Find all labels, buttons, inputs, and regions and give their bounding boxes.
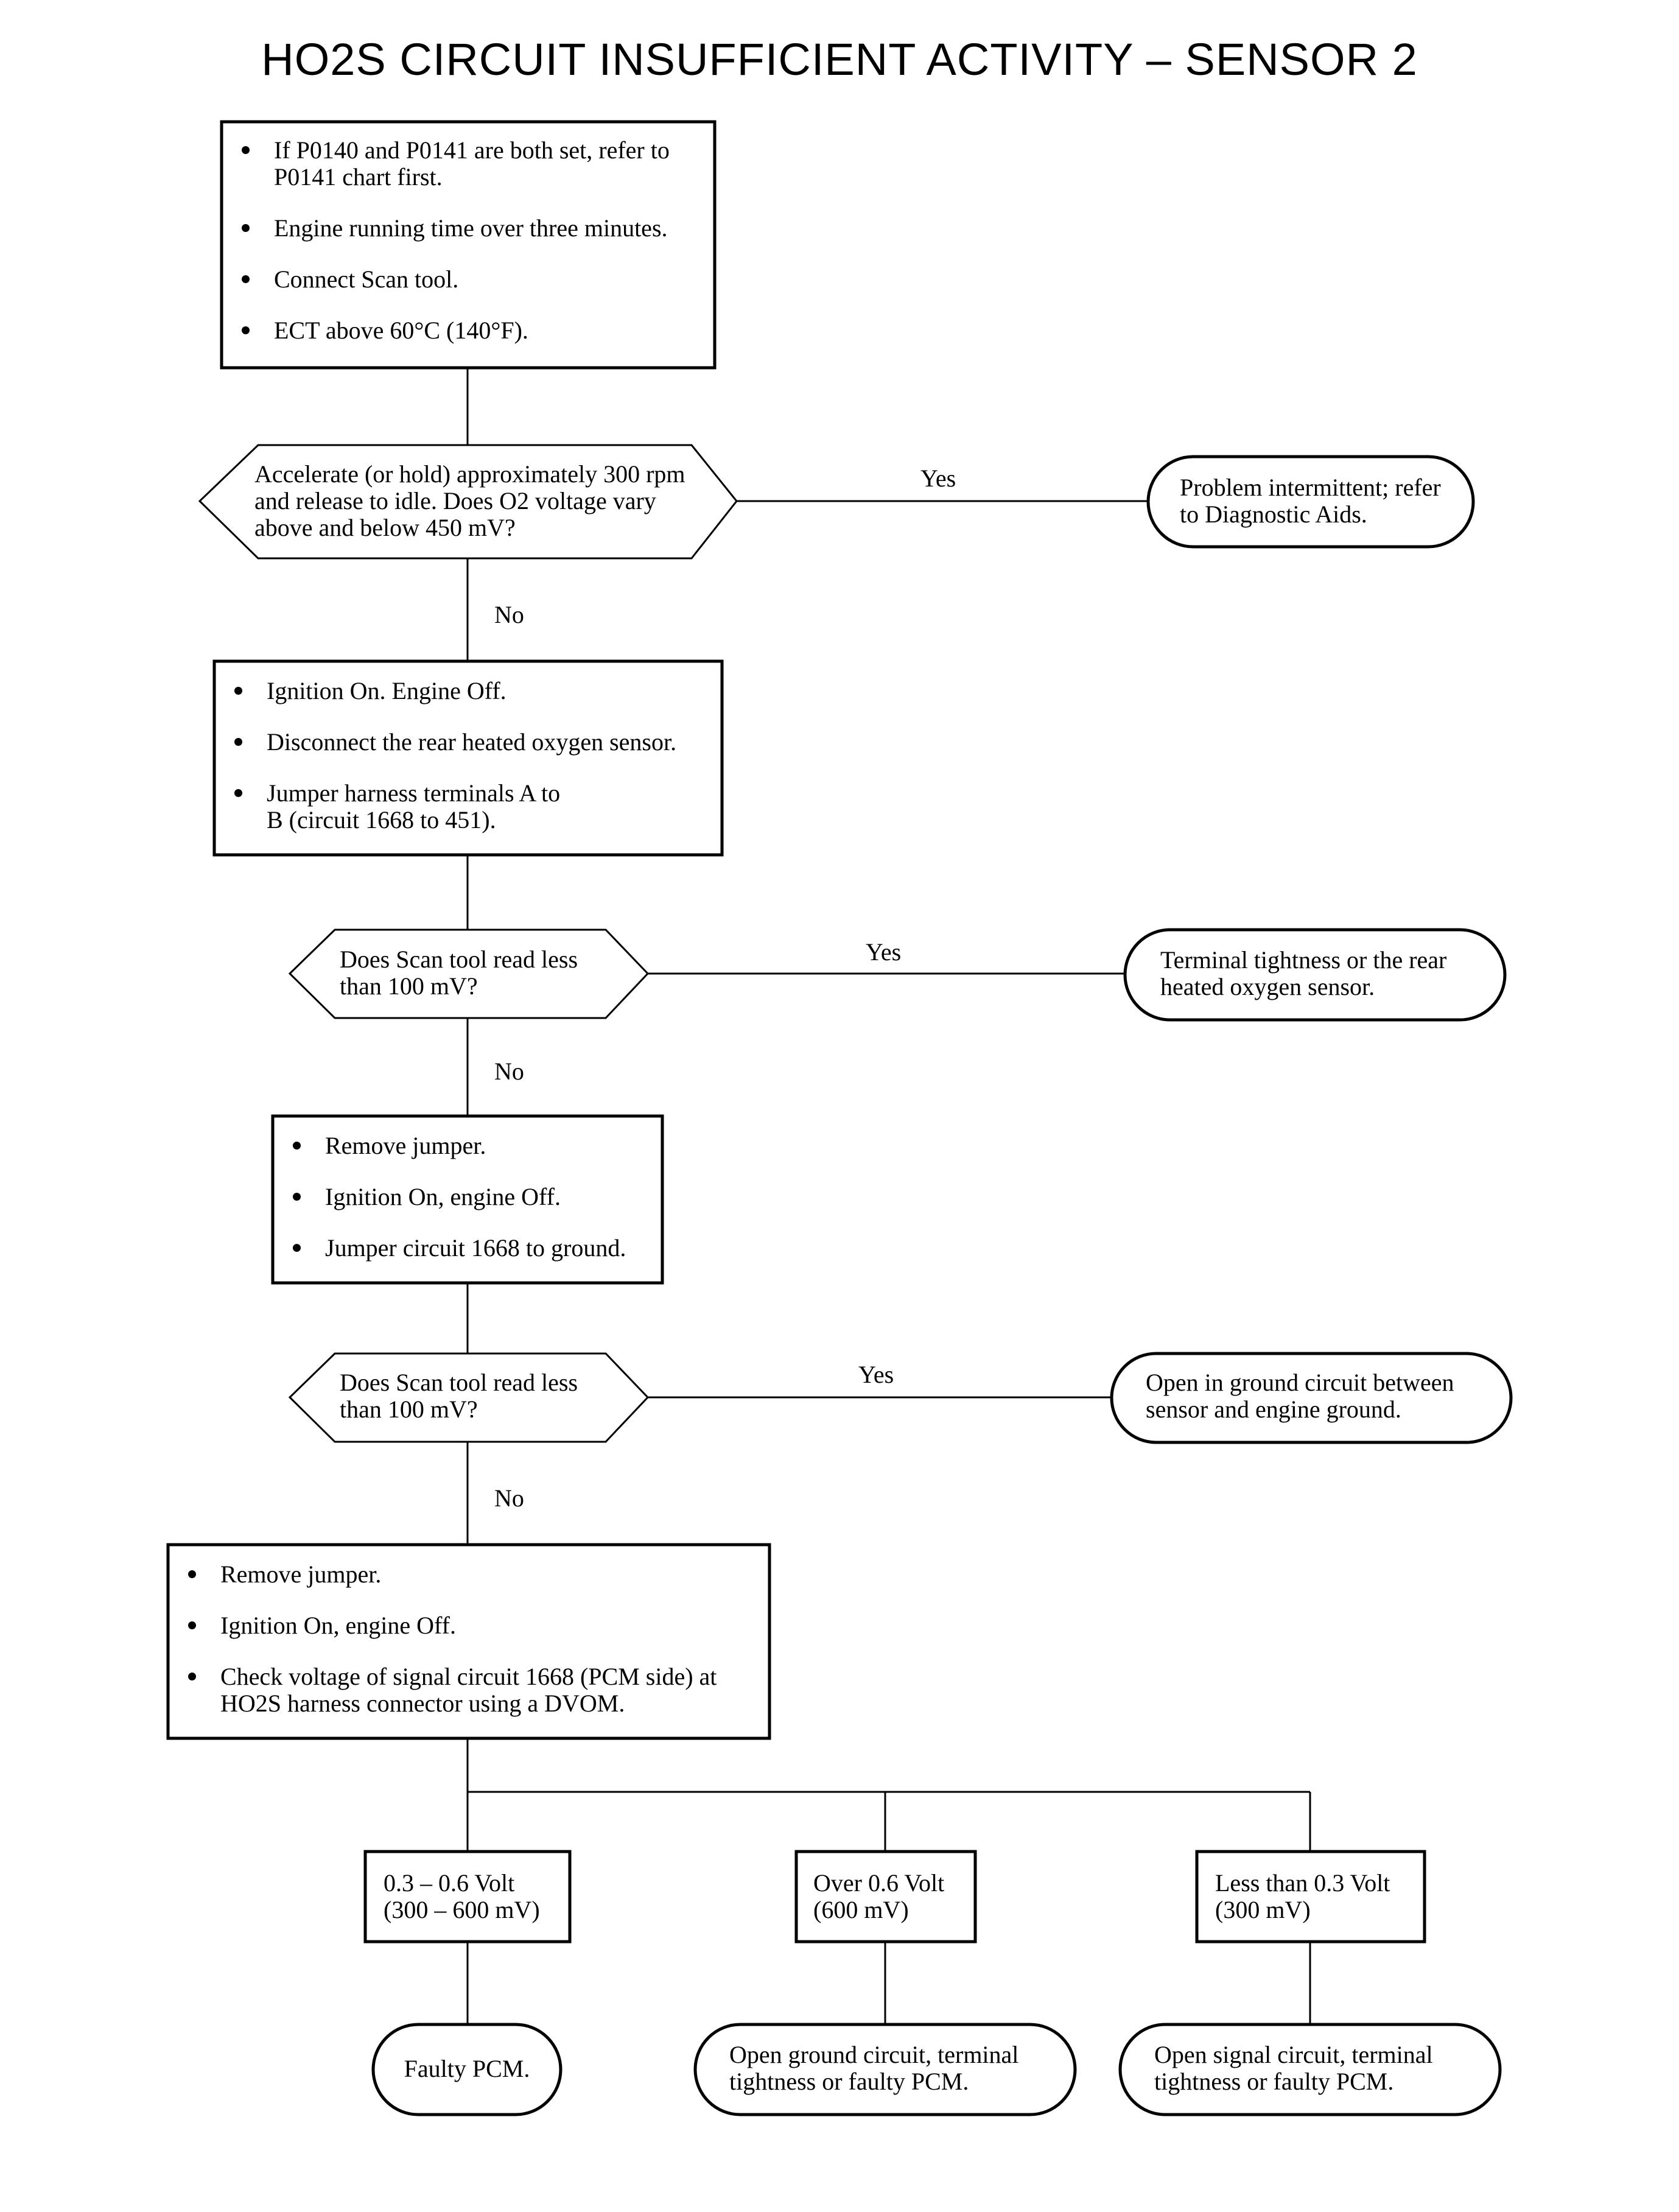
box1-item: ECT above 60°C (140°F). [222,317,703,344]
box3-item: Ignition On, engine Off. [273,1184,656,1210]
box4-list: Remove jumper. Ignition On, engine Off. … [168,1561,765,1717]
end-right-border [1118,2023,1502,2116]
end-left-border [371,2023,563,2116]
result2-border [1123,928,1507,1022]
result3-text: Open in ground circuit between sensor an… [1146,1369,1454,1423]
end-mid-border [693,2023,1077,2116]
box3-item: Remove jumper. [273,1132,656,1159]
end-right-text: Open signal circuit, terminal tightness … [1154,2041,1433,2095]
decision2-no-label: No [494,1058,524,1085]
branch-right-text: Less than 0.3 Volt (300 mV) [1215,1869,1390,1923]
box1-list: If P0140 and P0141 are both set, refer t… [222,137,703,344]
decision1-yes-label: Yes [920,465,956,492]
decision1-no-label: No [494,601,524,628]
decision3-no-label: No [494,1484,524,1512]
decision3-shape [288,1352,650,1443]
box4-border [166,1543,771,1740]
box4-item: Ignition On, engine Off. [168,1612,765,1639]
box3-list: Remove jumper. Ignition On, engine Off. … [273,1132,656,1262]
box2-item: Disconnect the rear heated oxygen sensor… [214,729,713,756]
box1-item: Engine running time over three minutes. [222,215,703,242]
end-left-text: Faulty PCM. [404,2055,530,2082]
result3-border [1110,1352,1513,1444]
branch-left-text: 0.3 – 0.6 Volt (300 – 600 mV) [384,1869,540,1923]
result1-border [1146,455,1475,549]
box4-item: Check voltage of signal circuit 1668 (PC… [168,1663,765,1717]
chart-title: HO2S CIRCUIT INSUFFICIENT ACTIVITY – SEN… [261,34,1418,85]
box2-list: Ignition On. Engine Off. Disconnect the … [214,678,713,834]
decision1-text: Accelerate (or hold) approximately 300 r… [254,460,685,541]
result1-text: Problem intermittent; refer to Diagnosti… [1180,474,1441,528]
decision2-text: Does Scan tool read less than 100 mV? [340,946,578,1000]
decision3-text: Does Scan tool read less than 100 mV? [340,1369,578,1423]
box2-item: Ignition On. Engine Off. [214,678,713,704]
decision2-yes-label: Yes [866,938,902,966]
decision1-shape [198,444,738,560]
box2-item: Jumper harness terminals A to B (circuit… [214,780,713,834]
branch-mid-text: Over 0.6 Volt (600 mV) [813,1869,945,1923]
decision3-yes-label: Yes [858,1361,894,1388]
end-mid-text: Open ground circuit, terminal tightness … [729,2041,1019,2095]
decision2-shape [288,929,650,1019]
box1-item: Connect Scan tool. [222,266,703,293]
box4-item: Remove jumper. [168,1561,765,1588]
result2-text: Terminal tightness or the rear heated ox… [1160,946,1447,1000]
box3-item: Jumper circuit 1668 to ground. [273,1235,656,1262]
box1-item: If P0140 and P0141 are both set, refer t… [222,137,703,191]
